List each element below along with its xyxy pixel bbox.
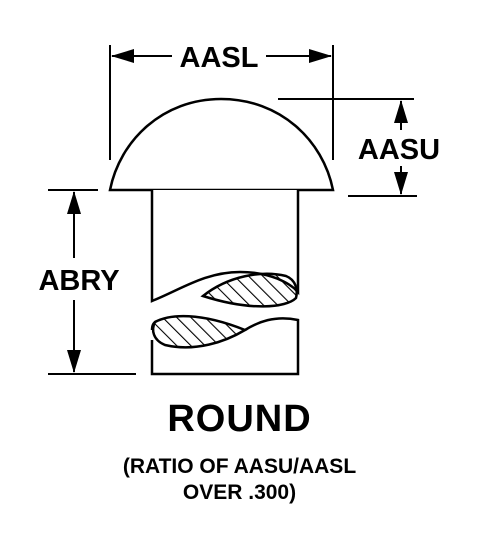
abry-arrow-up: [67, 191, 81, 214]
ratio-note-line-1: (RATIO OF AASU/AASL: [122, 455, 357, 478]
break-hatch-upper: [200, 272, 298, 308]
shank-lower: [150, 317, 300, 376]
head-style-title: ROUND: [167, 398, 312, 440]
aasu-arrow-down: [394, 172, 408, 195]
abry-label: ABRY: [38, 265, 119, 297]
aasl-dimension: AASL: [109, 42, 334, 160]
rivet-shank: [150, 190, 300, 376]
aasu-label: AASU: [358, 134, 440, 166]
aasl-label: AASL: [180, 42, 259, 74]
aasu-arrow-up: [394, 100, 408, 123]
abry-arrow-down: [67, 350, 81, 373]
aasu-dimension: AASU: [278, 98, 440, 197]
ratio-note-line-2: OVER .300): [182, 481, 297, 504]
abry-dimension: ABRY: [38, 189, 136, 375]
aasl-arrow-right: [309, 49, 332, 63]
aasl-arrow-left: [111, 49, 134, 63]
break-hatch-lower: [151, 314, 248, 349]
rivet-head: [108, 97, 335, 192]
shank-lower-edge: [150, 319, 158, 331]
